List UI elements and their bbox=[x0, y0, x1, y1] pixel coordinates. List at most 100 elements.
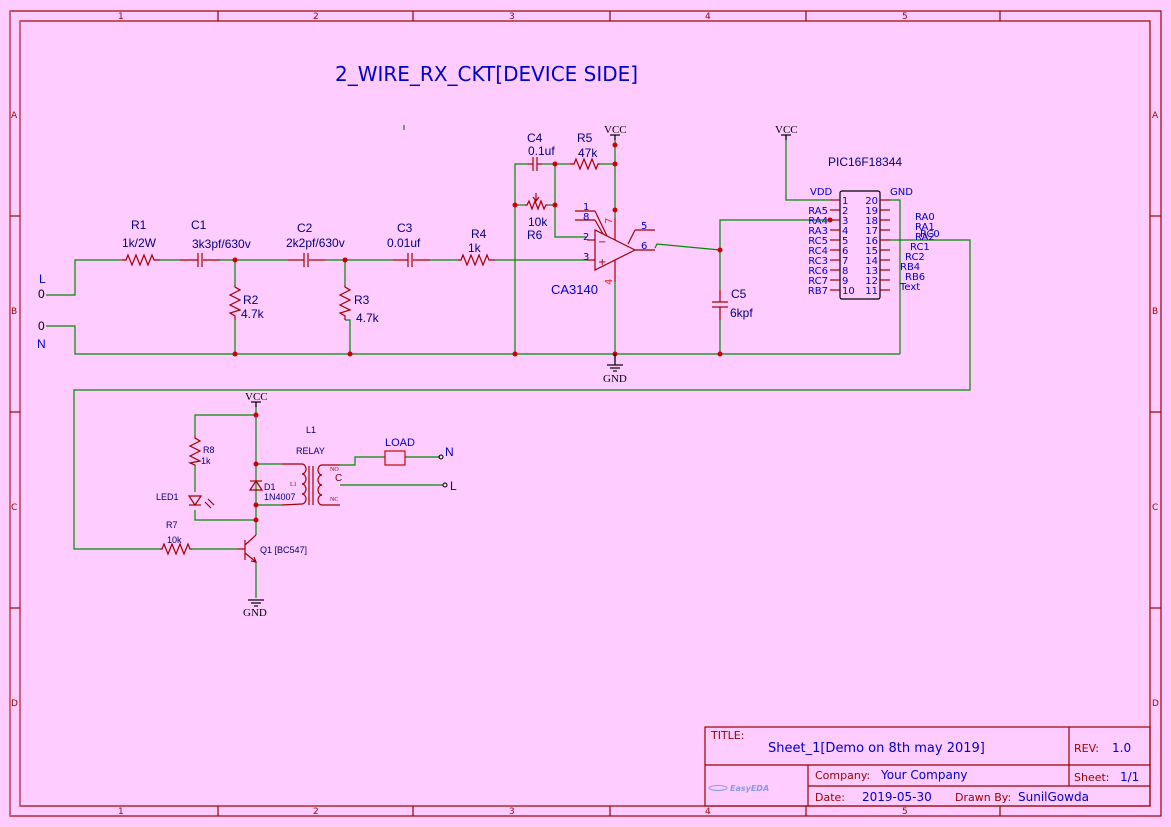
load-ref: LOAD bbox=[385, 437, 415, 449]
resistor-R2[interactable]: R2 4.7k bbox=[228, 285, 265, 321]
mcu-pin-name: RC4 bbox=[808, 246, 828, 257]
R4-ref: R4 bbox=[471, 227, 487, 241]
junction-dot bbox=[612, 207, 618, 213]
date-value: 2019-05-30 bbox=[862, 790, 932, 804]
mcu-pin-name: Text bbox=[899, 282, 920, 293]
mcu-pin-number: 20 bbox=[865, 196, 878, 207]
col-label: 3 bbox=[509, 12, 515, 22]
R2-ref: R2 bbox=[243, 293, 259, 307]
junction-dot bbox=[253, 461, 259, 467]
R3-ref: R3 bbox=[354, 293, 370, 307]
vcc-label: VCC bbox=[775, 124, 798, 136]
capacitor-C3[interactable]: C3 0.01uf bbox=[387, 221, 430, 267]
opamp-pin-7: 7 bbox=[604, 218, 615, 224]
rev-value: 1.0 bbox=[1112, 741, 1131, 755]
col-label: 5 bbox=[902, 807, 908, 817]
junction-dot bbox=[552, 202, 558, 208]
relay-L1[interactable]: L1 RELAY L1 NO C NC bbox=[281, 425, 342, 506]
row-label: B bbox=[1152, 307, 1158, 317]
sheet-key: Sheet: bbox=[1074, 771, 1110, 784]
resistor-R5[interactable]: R5 47k bbox=[570, 131, 600, 171]
opamp-CA3140[interactable]: − + 1 8 2 3 5 6 7 4 CA3140 bbox=[551, 202, 655, 297]
mcu-pin-name: RB7 bbox=[808, 286, 828, 297]
row-label: D bbox=[1152, 699, 1159, 709]
mcu-pin-number: 1 bbox=[842, 196, 848, 207]
C4-ref: C4 bbox=[527, 131, 543, 145]
mcu-pin-name: RC7 bbox=[808, 276, 828, 287]
easyeda-logo-icon bbox=[708, 785, 728, 791]
terminal-N-label: N bbox=[37, 337, 46, 351]
diode-D1[interactable]: D1 1N4007 bbox=[248, 479, 296, 502]
mcu-pin-number: 6 bbox=[842, 246, 848, 257]
output-L-label: L bbox=[450, 479, 457, 493]
mcu-pin-number: 10 bbox=[842, 286, 855, 297]
easyeda-logo-text: EasyEDA bbox=[730, 784, 769, 793]
mcu-pin-number: 16 bbox=[865, 236, 878, 247]
R4-value: 1k bbox=[468, 241, 482, 255]
D1-value: 1N4007 bbox=[264, 492, 296, 502]
R6-value: 10k bbox=[528, 215, 548, 229]
mcu-PIC16F18344[interactable]: PIC16F18344 VDD GND 12RA53RA44RA35RC56RC… bbox=[808, 155, 940, 300]
output-N-label: N bbox=[445, 445, 454, 459]
vcc-label: VCC bbox=[604, 124, 627, 136]
mcu-pin-number: 18 bbox=[865, 216, 878, 227]
col-label: 3 bbox=[509, 807, 515, 817]
mcu-pin-number: 14 bbox=[865, 256, 878, 267]
vcc-symbol-opamp: VCC bbox=[604, 124, 627, 140]
drawn-by-key: Drawn By: bbox=[955, 791, 1011, 804]
R7-value: 10k bbox=[167, 535, 182, 545]
terminal-N-pin: 0 bbox=[38, 319, 45, 333]
C3-ref: C3 bbox=[397, 221, 413, 235]
rev-key: REV: bbox=[1074, 742, 1099, 755]
potentiometer-R6[interactable]: 10k R6 bbox=[525, 193, 548, 242]
junction-dot bbox=[253, 517, 259, 523]
capacitor-C4[interactable]: C4 0.1uf bbox=[527, 131, 555, 171]
D1-ref: D1 bbox=[264, 482, 276, 492]
wires bbox=[46, 135, 971, 598]
resistor-R8[interactable]: R8 1k bbox=[187, 436, 215, 466]
gnd-label: GND bbox=[603, 373, 627, 385]
LED1-ref: LED1 bbox=[156, 492, 179, 502]
C4-value: 0.1uf bbox=[528, 144, 555, 158]
R1-ref: R1 bbox=[131, 218, 147, 232]
C1-ref: C1 bbox=[191, 218, 207, 232]
mcu-pin-name: RC1 bbox=[910, 242, 930, 253]
relay-output-terminals: N L bbox=[438, 445, 457, 493]
mcu-vdd-label: VDD bbox=[810, 187, 833, 198]
junction-dot bbox=[253, 412, 259, 418]
mcu-pin-name: RA2 bbox=[915, 232, 935, 243]
transistor-Q1[interactable]: Q1 [BC547] bbox=[237, 534, 307, 563]
capacitor-C2[interactable]: C2 2k2pf/630v bbox=[286, 221, 345, 267]
mcu-pin-name: RC6 bbox=[808, 266, 828, 277]
junctions bbox=[232, 142, 833, 523]
R5-ref: R5 bbox=[577, 131, 593, 145]
resistor-R7[interactable]: R7 10k bbox=[160, 520, 192, 556]
row-label: A bbox=[1152, 111, 1159, 121]
junction-dot bbox=[612, 142, 618, 148]
mcu-pin-number: 12 bbox=[865, 276, 878, 287]
junction-dot bbox=[347, 351, 353, 357]
vcc-symbol-pic: VCC bbox=[775, 124, 798, 140]
mcu-pin-name: RA5 bbox=[808, 206, 828, 217]
load-LOAD[interactable]: LOAD bbox=[384, 437, 415, 466]
R8-value: 1k bbox=[201, 456, 211, 466]
led-LED1[interactable]: LED1 bbox=[156, 492, 215, 509]
title-key: TITLE: bbox=[710, 729, 744, 742]
relay-c-label: C bbox=[335, 473, 342, 484]
resistor-R3[interactable]: R3 4.7k bbox=[338, 285, 380, 325]
C5-ref: C5 bbox=[731, 287, 747, 301]
capacitor-C5[interactable]: C5 6kpf bbox=[712, 287, 753, 320]
junction-dot bbox=[232, 351, 238, 357]
mcu-pin-number: 19 bbox=[865, 206, 878, 217]
col-label: 1 bbox=[118, 807, 124, 817]
row-labels: A B C D A B C D bbox=[11, 111, 1159, 709]
resistor-R4[interactable]: R4 1k bbox=[458, 227, 495, 267]
junction-dot bbox=[717, 351, 723, 357]
gnd-symbol-relay: GND bbox=[243, 599, 267, 619]
sheet-frame bbox=[9, 10, 1162, 817]
capacitor-C1[interactable]: C1 3k3pf/630v bbox=[180, 218, 251, 267]
company-key: Company: bbox=[815, 769, 870, 782]
col-label: 2 bbox=[313, 807, 319, 817]
resistor-R1[interactable]: R1 1k/2W bbox=[122, 218, 160, 267]
junction-dot bbox=[717, 247, 723, 253]
